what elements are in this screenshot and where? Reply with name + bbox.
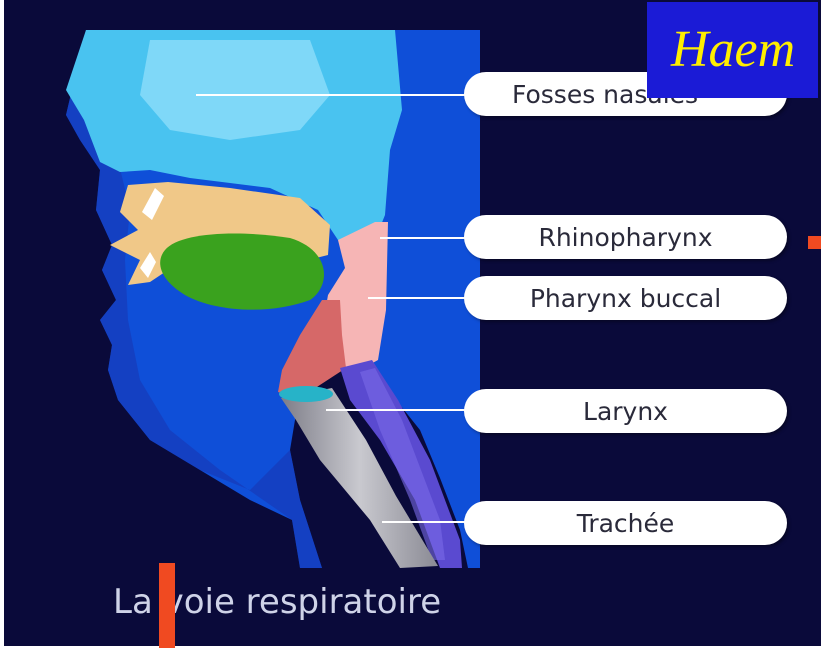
slide-title-fragment: Haem	[647, 2, 818, 98]
label-rhinopharynx: Rhinopharynx	[464, 215, 787, 259]
label-trachee-text: Trachée	[577, 509, 675, 538]
bullet-marker	[808, 236, 821, 249]
label-trachee: Trachée	[464, 501, 787, 545]
label-larynx-text: Larynx	[583, 397, 668, 426]
larynx-opening	[279, 386, 333, 402]
label-pharynx-buccal-text: Pharynx buccal	[530, 284, 721, 313]
nasal-inner	[140, 40, 330, 140]
label-rhinopharynx-text: Rhinopharynx	[538, 223, 712, 252]
text-cursor-bar	[159, 563, 175, 648]
label-larynx: Larynx	[464, 389, 787, 433]
label-pharynx-buccal: Pharynx buccal	[464, 276, 787, 320]
